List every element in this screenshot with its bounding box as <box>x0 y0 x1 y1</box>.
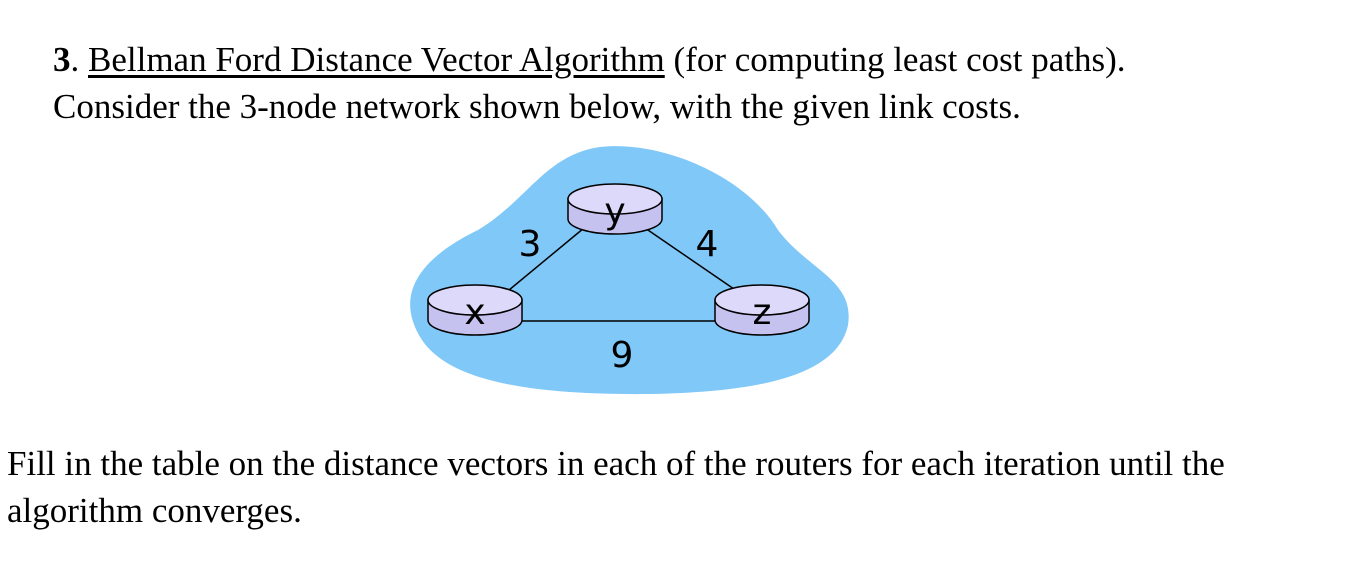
router-z: z <box>714 284 810 336</box>
question-number: 3 <box>53 40 71 79</box>
question-heading: 3. Bellman Ford Distance Vector Algorith… <box>53 36 1333 130</box>
node-label-z: z <box>753 292 772 333</box>
cost-label-x-z: 9 <box>611 335 634 376</box>
question-separator: . <box>70 40 80 79</box>
question-subtitle: (for computing least cost paths). <box>673 40 1126 79</box>
router-top <box>427 284 523 316</box>
node-label-x: x <box>464 292 485 333</box>
router-top <box>714 284 810 316</box>
router-x: x <box>427 284 523 336</box>
link-x-y <box>496 227 585 301</box>
question-title: Bellman Ford Distance Vector Algorithm <box>88 40 665 79</box>
node-label-y: y <box>604 191 625 232</box>
router-y: y <box>567 183 663 235</box>
cost-label-y-z: 4 <box>696 224 719 265</box>
question-line-2: Consider the 3-node network shown below,… <box>53 87 1021 126</box>
cost-label-x-y: 3 <box>519 224 542 265</box>
question-line-1: 3. Bellman Ford Distance Vector Algorith… <box>53 36 1333 83</box>
instructions-text: Fill in the table on the distance vector… <box>7 444 1225 530</box>
router-top <box>567 183 663 215</box>
